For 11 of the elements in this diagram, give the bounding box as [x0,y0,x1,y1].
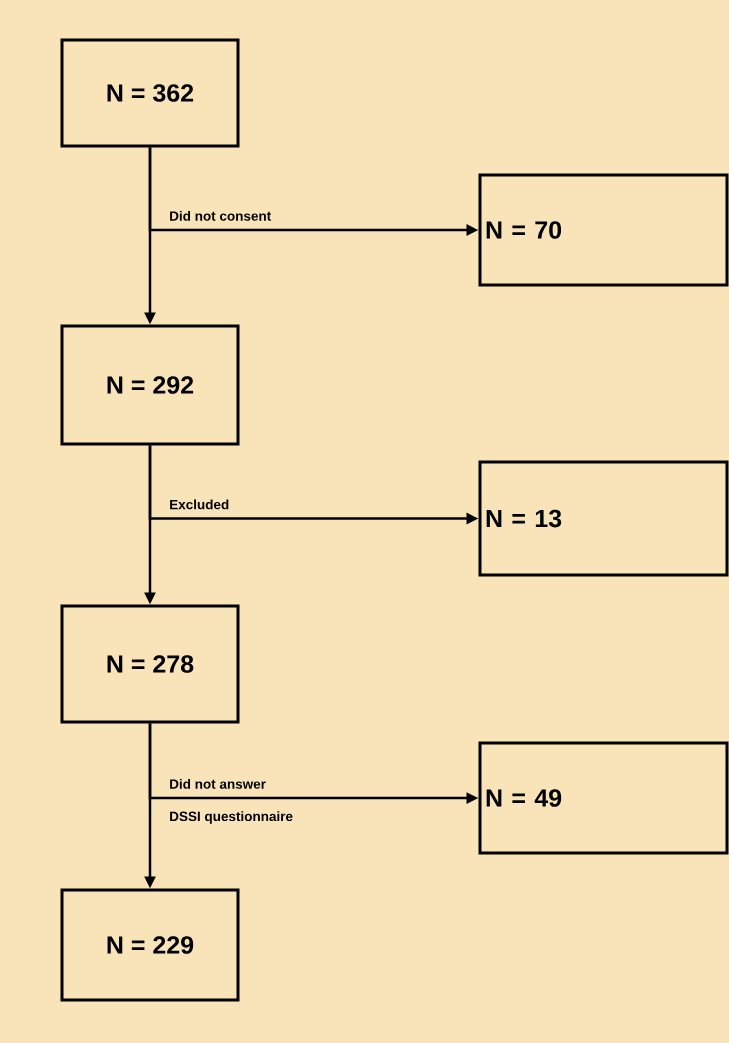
edge-label: Excluded [170,499,229,510]
count-box: N = 49 [478,741,729,855]
edge-label: Did not answer [170,778,266,789]
count-box: N = 13 [478,460,729,577]
count-box: N = 278 [60,604,240,724]
count-box: N = 70 [478,173,729,287]
count-box: N = 362 [60,38,240,148]
edge-label: Did not consent [170,210,272,221]
count-box: N = 292 [60,324,240,446]
note-label: DSSI questionnaire [170,811,293,824]
count-box: N = 229 [60,888,240,1002]
